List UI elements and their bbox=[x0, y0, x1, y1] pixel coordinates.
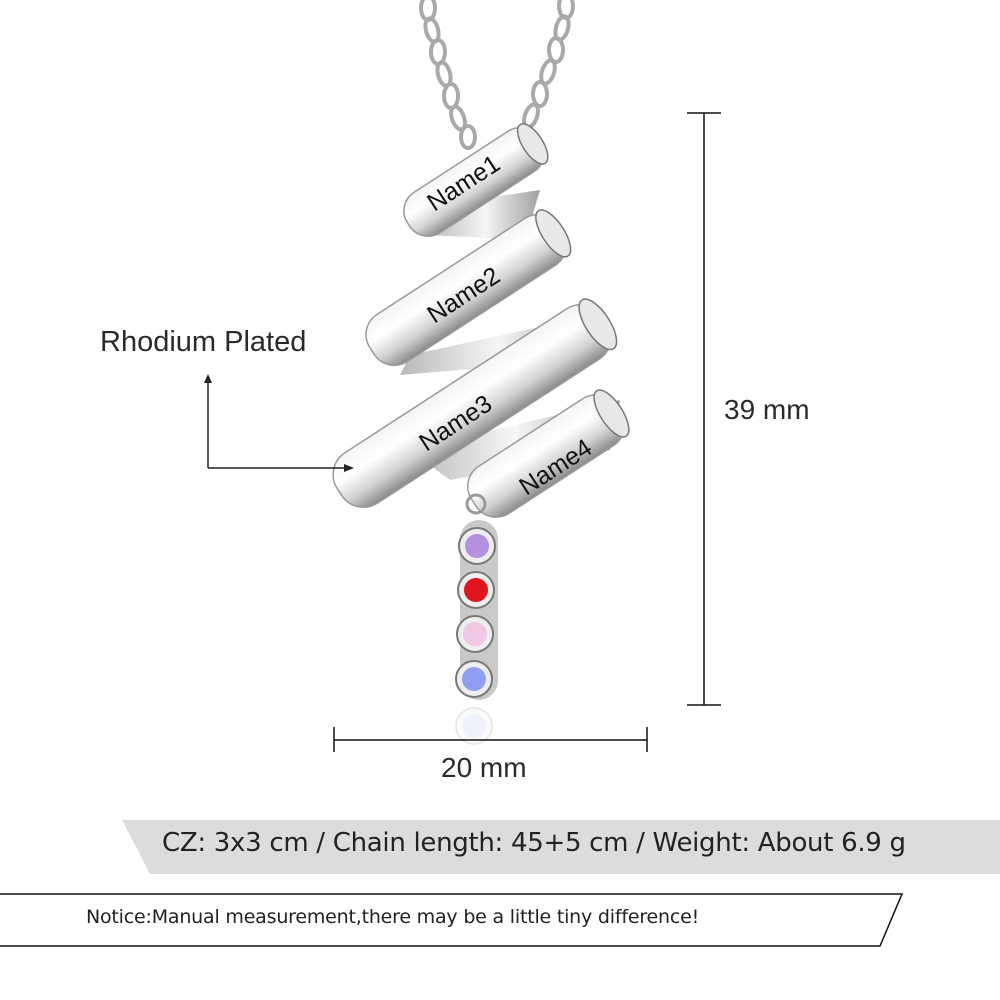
notice-box-outline bbox=[0, 893, 904, 947]
birthstone-reflection bbox=[455, 707, 493, 745]
name-tube-2 bbox=[365, 209, 572, 367]
birthstone-purple bbox=[458, 527, 496, 565]
name-tube-1 bbox=[403, 123, 549, 237]
name-tube-3 bbox=[332, 298, 618, 508]
chain bbox=[419, 0, 575, 150]
birthstone-pink bbox=[456, 615, 494, 653]
width-dimension-label: 20 mm bbox=[441, 752, 527, 783]
height-dimension-label: 39 mm bbox=[724, 394, 810, 425]
width-dimension-line bbox=[333, 727, 648, 752]
height-dimension-line bbox=[687, 112, 721, 706]
name-tube-4 bbox=[467, 389, 630, 518]
birthstone-red bbox=[457, 571, 495, 609]
notice-text: Notice:Manual measurement,there may be a… bbox=[86, 906, 699, 928]
birthstone-drop bbox=[455, 493, 498, 745]
material-pointer-arrow bbox=[204, 374, 354, 472]
specs-text: CZ: 3x3 cm / Chain length: 45+5 cm / Wei… bbox=[162, 828, 906, 858]
rhodium-plated-label: Rhodium Plated bbox=[100, 326, 307, 358]
birthstone-blue bbox=[455, 660, 493, 698]
specs-banner-background bbox=[122, 820, 1000, 874]
